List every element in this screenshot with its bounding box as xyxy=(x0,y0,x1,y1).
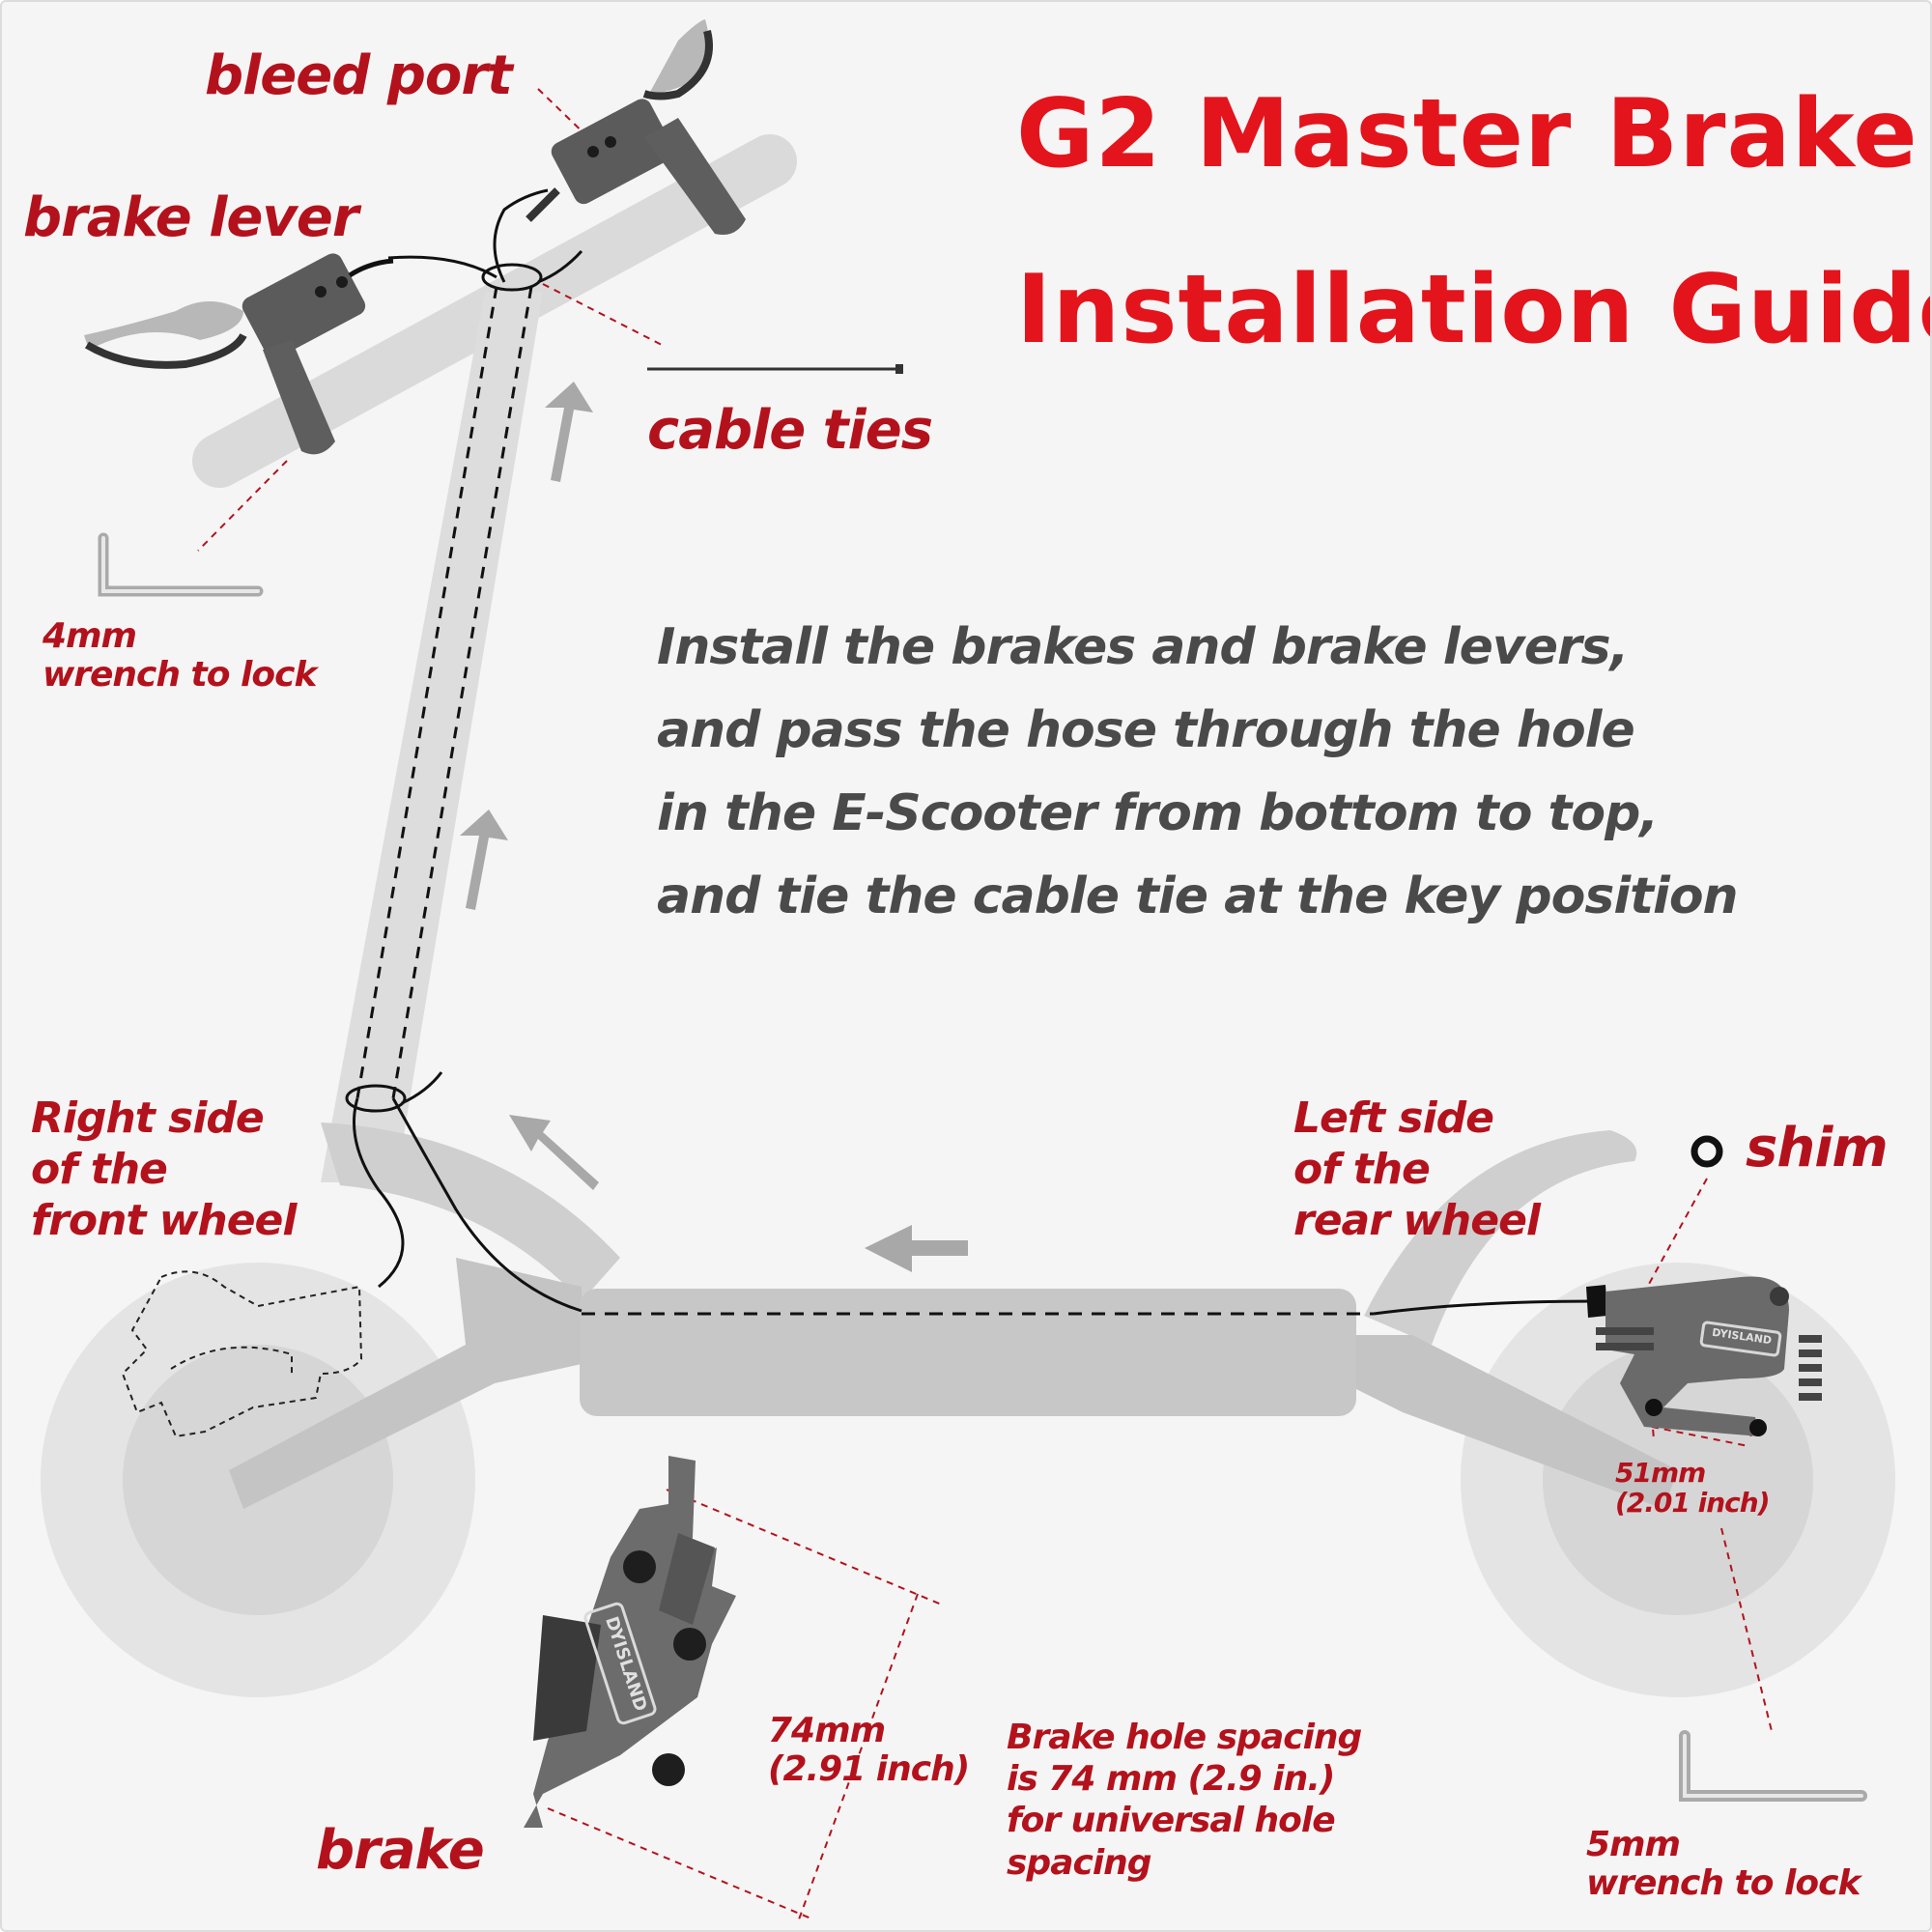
label-wrench-5mm: 5mm wrench to lock xyxy=(1586,1825,1861,1903)
instruction-text: Install the brakes and brake levers, and… xyxy=(657,606,1739,938)
label-right-side: Right side of the front wheel xyxy=(31,1094,297,1245)
cable-tie-head xyxy=(895,364,903,374)
label-spacing-51mm: 51mm (2.01 inch) xyxy=(1615,1457,1770,1519)
shim-icon xyxy=(1690,1135,1723,1168)
rear-fender xyxy=(1364,1130,1637,1345)
label-cable-ties: cable ties xyxy=(647,399,933,462)
label-left-side: Left side of the rear wheel xyxy=(1293,1094,1541,1245)
direction-arrows xyxy=(460,382,968,1272)
front-fork xyxy=(229,1258,582,1509)
title-line-1: G2 Master Brake xyxy=(1016,79,1918,189)
front-caliper-outline xyxy=(121,1270,363,1438)
rear-swing-arm xyxy=(1345,1335,1678,1509)
cable-tie-tail-top xyxy=(537,249,583,284)
instruction-line-1: Install the brakes and brake levers, xyxy=(657,618,1629,676)
arrow-up-lower xyxy=(460,810,508,910)
title-line-2: Installation Guide xyxy=(1016,255,1932,365)
label-brake: brake xyxy=(316,1819,485,1882)
brake-caliper-large xyxy=(524,1456,736,1828)
rear-caliper xyxy=(1586,1276,1822,1436)
cable-tie-ring-bottom xyxy=(345,1084,407,1113)
arrow-left xyxy=(865,1225,968,1272)
instruction-line-2: and pass the hose through the hole xyxy=(657,701,1635,759)
rear-wheel xyxy=(1461,1263,1895,1697)
instruction-line-4: and tie the cable tie at the key positio… xyxy=(657,867,1739,925)
label-bleed-port: bleed port xyxy=(205,44,513,107)
label-shim: shim xyxy=(1746,1117,1889,1179)
arrow-diag xyxy=(509,1115,599,1190)
instruction-line-3: in the E-Scooter from bottom to top, xyxy=(657,784,1659,842)
arrow-up-upper xyxy=(545,382,593,482)
brake-lever-left xyxy=(84,253,394,455)
label-wrench-4mm: 4mm wrench to lock xyxy=(43,616,317,695)
label-spacing-74mm: 74mm (2.91 inch) xyxy=(768,1711,970,1789)
scooter-deck xyxy=(580,1289,1356,1416)
front-fender xyxy=(321,1122,620,1301)
label-hole-spacing-note: Brake hole spacing is 74 mm (2.9 in.) fo… xyxy=(1007,1718,1362,1883)
hose-route xyxy=(352,188,1597,1316)
brake-lever-right xyxy=(526,19,746,235)
wrench-4mm-icon xyxy=(98,532,264,597)
cable-tie-tail-bottom xyxy=(401,1071,443,1105)
wrench-5mm-icon xyxy=(1679,1730,1867,1802)
steering-stem xyxy=(321,292,543,1182)
cable-tie-ring-top xyxy=(481,263,543,292)
label-brake-lever: brake lever xyxy=(23,186,358,249)
